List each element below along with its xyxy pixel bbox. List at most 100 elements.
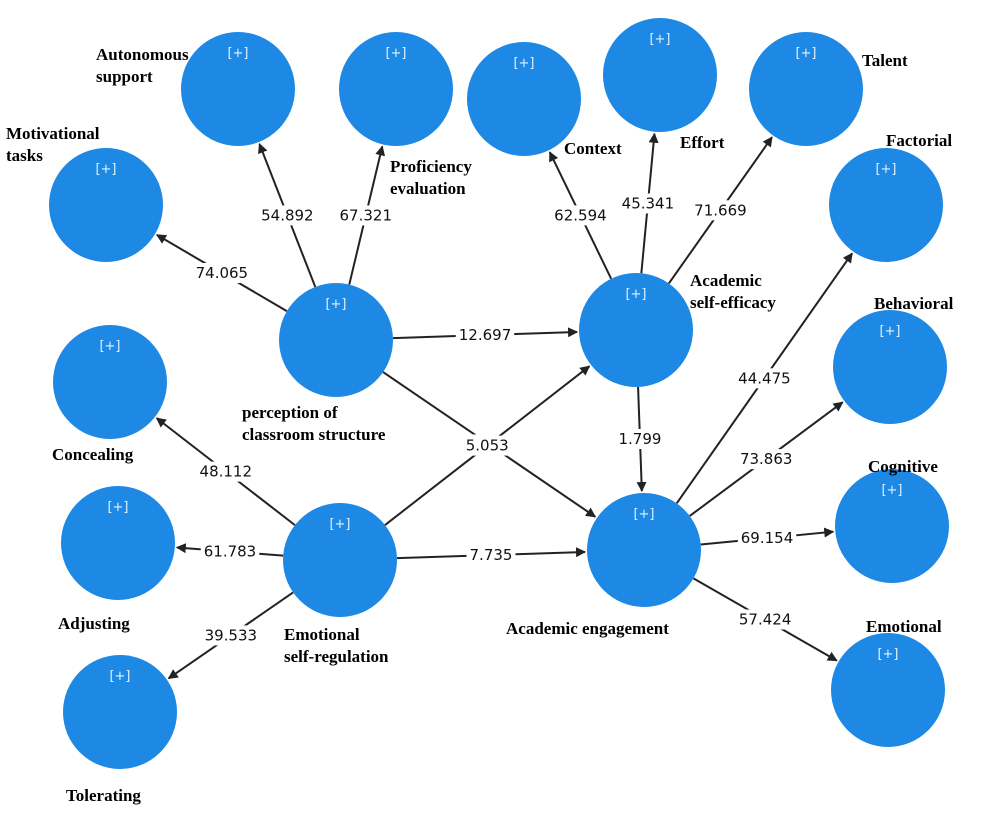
construct-label: Talent xyxy=(862,51,908,70)
node-perception[interactable]: [+] xyxy=(279,283,393,397)
path-coefficient-label: 45.341 xyxy=(622,194,675,212)
construct-label: Concealing xyxy=(52,445,134,464)
node-context[interactable]: [+] xyxy=(467,42,581,156)
path-coefficient-label: 12.697 xyxy=(459,326,512,344)
construct-circle[interactable] xyxy=(63,655,177,769)
coefficient-background xyxy=(258,205,317,226)
path-coefficient-label: 7.735 xyxy=(470,546,513,564)
coefficient-background xyxy=(196,461,256,482)
construct-label: perception of xyxy=(242,403,338,422)
node-factorial[interactable]: [+] xyxy=(829,148,943,262)
construct-circle[interactable] xyxy=(579,273,693,387)
expand-icon[interactable]: [+] xyxy=(513,56,534,71)
labels-layer: AutonomoussupportProficiencyevaluationCo… xyxy=(6,45,954,805)
edge-emotional_reg-to-adjusting: 61.783 xyxy=(175,541,284,562)
construct-label: Effort xyxy=(680,133,725,152)
node-cognitive[interactable]: [+] xyxy=(835,469,949,583)
construct-label: Proficiency xyxy=(390,157,472,176)
coefficient-background xyxy=(455,325,515,346)
path-coefficient-label: 71.669 xyxy=(694,201,747,219)
node-emotional[interactable]: [+] xyxy=(831,633,945,747)
expand-icon[interactable]: [+] xyxy=(875,162,896,177)
edge-self_efficacy-to-talent: 71.669 xyxy=(668,136,773,284)
edge-self_efficacy-to-effort: 45.341 xyxy=(618,132,678,274)
node-behavioral[interactable]: [+] xyxy=(833,310,947,424)
construct-circle[interactable] xyxy=(53,325,167,439)
coefficient-background xyxy=(615,429,665,450)
construct-circle[interactable] xyxy=(587,493,701,607)
construct-circle[interactable] xyxy=(181,32,295,146)
construct-label: Adjusting xyxy=(58,614,130,633)
expand-icon[interactable]: [+] xyxy=(109,669,130,684)
construct-label: self-efficacy xyxy=(690,293,776,312)
construct-label: tasks xyxy=(6,146,43,165)
expand-icon[interactable]: [+] xyxy=(385,46,406,61)
construct-label: Emotional xyxy=(284,625,360,644)
node-concealing[interactable]: [+] xyxy=(53,325,167,439)
construct-label: support xyxy=(96,67,153,86)
construct-circle[interactable] xyxy=(49,148,163,262)
node-effort[interactable]: [+] xyxy=(603,18,717,132)
expand-icon[interactable]: [+] xyxy=(227,46,248,61)
coefficient-background xyxy=(201,625,261,646)
path-coefficient-label: 48.112 xyxy=(200,463,253,481)
path-coefficient-label: 62.594 xyxy=(554,206,607,224)
coefficient-background xyxy=(200,541,260,562)
expand-icon[interactable]: [+] xyxy=(649,32,670,47)
construct-circle[interactable] xyxy=(467,42,581,156)
edge-perception-to-proficiency: 67.321 xyxy=(336,145,396,285)
construct-label: evaluation xyxy=(390,179,466,198)
construct-circle[interactable] xyxy=(749,32,863,146)
node-motivational[interactable]: [+] xyxy=(49,148,163,262)
expand-icon[interactable]: [+] xyxy=(633,507,654,522)
construct-circle[interactable] xyxy=(61,486,175,600)
node-tolerating[interactable]: [+] xyxy=(63,655,177,769)
edge-engagement-to-factorial: 44.475 xyxy=(675,252,853,504)
node-adjusting[interactable]: [+] xyxy=(61,486,175,600)
nodes-layer: [+] [+] [+] [+] [+] [+] [+] [+] [+] [+] [+] [+] [+] [… xyxy=(49,18,949,769)
expand-icon[interactable]: [+] xyxy=(877,647,898,662)
expand-icon[interactable]: [+] xyxy=(625,287,646,302)
coefficient-background xyxy=(551,205,610,226)
node-self_efficacy[interactable]: [+] xyxy=(579,273,693,387)
construct-circle[interactable] xyxy=(603,18,717,132)
path-coefficient-label: 44.475 xyxy=(738,369,791,387)
construct-circle[interactable] xyxy=(835,469,949,583)
node-proficiency[interactable]: [+] xyxy=(339,32,453,146)
node-talent[interactable]: [+] xyxy=(749,32,863,146)
coefficient-background xyxy=(735,609,795,630)
coefficient-background xyxy=(336,205,396,226)
edge-engagement-to-behavioral: 73.863 xyxy=(689,401,844,517)
construct-circle[interactable] xyxy=(339,32,453,146)
node-autonomous[interactable]: [+] xyxy=(181,32,295,146)
coefficient-background xyxy=(618,193,678,214)
construct-label: Context xyxy=(564,139,622,158)
expand-icon[interactable]: [+] xyxy=(95,162,116,177)
construct-circle[interactable] xyxy=(833,310,947,424)
expand-icon[interactable]: [+] xyxy=(329,517,350,532)
edge-emotional_reg-to-self_efficacy: 5.053 xyxy=(384,365,591,526)
expand-icon[interactable]: [+] xyxy=(107,500,128,515)
edge-perception-to-motivational: 74.065 xyxy=(156,234,288,313)
path-coefficient-label: 39.533 xyxy=(205,626,258,644)
construct-circle[interactable] xyxy=(831,633,945,747)
construct-label: self-regulation xyxy=(284,647,389,666)
edge-perception-to-autonomous: 54.892 xyxy=(258,143,317,288)
construct-circle[interactable] xyxy=(829,148,943,262)
path-coefficient-label: 57.424 xyxy=(739,611,792,629)
expand-icon[interactable]: [+] xyxy=(881,483,902,498)
construct-label: Factorial xyxy=(886,131,952,150)
node-engagement[interactable]: [+] xyxy=(587,493,701,607)
construct-circle[interactable] xyxy=(279,283,393,397)
node-emotional_reg[interactable]: [+] xyxy=(283,503,397,617)
construct-circle[interactable] xyxy=(283,503,397,617)
coefficient-background xyxy=(462,435,512,456)
expand-icon[interactable]: [+] xyxy=(879,324,900,339)
expand-icon[interactable]: [+] xyxy=(795,46,816,61)
construct-label: Academic xyxy=(690,271,762,290)
construct-label: Motivational xyxy=(6,124,100,143)
coefficient-background xyxy=(192,263,252,284)
expand-icon[interactable]: [+] xyxy=(99,339,120,354)
expand-icon[interactable]: [+] xyxy=(325,297,346,312)
